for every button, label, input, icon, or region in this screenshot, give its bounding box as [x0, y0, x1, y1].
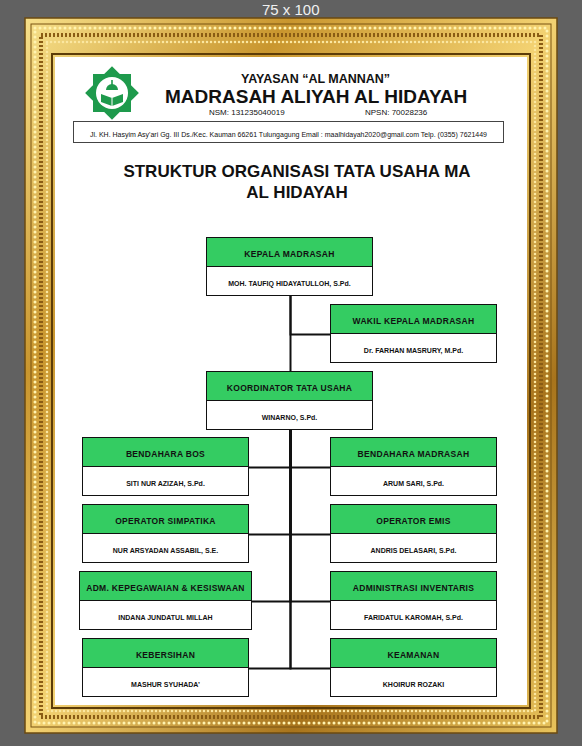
person-name: SITI NUR AZIZAH, S.Pd.	[126, 479, 205, 489]
address-box: Jl. KH. Hasyim Asy'ari Gg. III Ds./Kec. …	[73, 121, 504, 143]
person-name: INDANA JUNDATUL MILLAH	[118, 613, 212, 623]
frame-outer	[25, 18, 557, 733]
connector-line	[252, 430, 291, 602]
person-name: ANDRIS DELASARI, S.Pd.	[371, 546, 457, 556]
address-text: Jl. KH. Hasyim Asy'ari Gg. III Ds./Kec. …	[90, 131, 487, 138]
logo-star	[85, 66, 139, 120]
paper	[55, 57, 527, 705]
person-name: FARIDATUL KAROMAH, S.Pd.	[364, 613, 463, 623]
position-title: ADM. KEPEGAWAIAN & KESISWAAN	[86, 583, 245, 594]
foundation-name: YAYASAN “AL MANNAN”	[241, 72, 390, 86]
frame-pattern	[41, 35, 541, 717]
position-box: KOORDINATOR TATA USAHA WINARNO, S.Pd.	[206, 371, 373, 430]
connector-line	[291, 296, 331, 335]
position-title: WAKIL KEPALA MADRASAH	[353, 316, 475, 327]
connector-line	[249, 430, 291, 535]
school-id: NPSN: 70028236	[365, 108, 427, 117]
position-box: KEBERSIHAN MASHUR SYUHADA’	[82, 638, 249, 697]
position-box: ADMINISTRASI INVENTARIS FARIDATUL KAROMAH…	[330, 571, 497, 630]
position-title: KOORDINATOR TATA USAHA	[227, 383, 352, 394]
position-title: BENDAHARA BOS	[126, 449, 205, 460]
logo-book-spine	[112, 98, 113, 106]
person-name: KHOIRUR ROZAKI	[383, 680, 444, 690]
school-id: NSM: 131235040019	[209, 108, 285, 117]
logo-book	[101, 94, 123, 106]
connector-line	[291, 430, 331, 468]
frame-beads	[47, 42, 535, 711]
position-box: ADM. KEPEGAWAIAN & KESISWAAN INDANA JUNDA…	[79, 571, 252, 630]
connector-line	[249, 430, 291, 669]
connector-line	[291, 430, 331, 669]
frame-inner-line	[52, 54, 530, 708]
position-title: BENDAHARA MADRASAH	[358, 449, 470, 460]
print-size: 75 x 100	[262, 1, 320, 18]
person-name: WINARNO, S.Pd.	[262, 413, 318, 423]
connector-line	[291, 430, 331, 535]
person-name: Dr. FARHAN MASRURY, M.Pd.	[364, 346, 463, 356]
position-title: OPERATOR SIMPATIKA	[115, 516, 216, 527]
person-name: MOH. TAUFIQ HIDAYATULLOH, S.Pd.	[228, 279, 351, 289]
school-name: MADRASAH ALIYAH AL HIDAYAH	[165, 86, 467, 108]
frame-line	[31, 24, 551, 727]
connector-line	[249, 430, 291, 468]
position-title: KEAMANAN	[388, 650, 440, 661]
position-box: OPERATOR EMIS ANDRIS DELASARI, S.Pd.	[330, 504, 497, 563]
position-box: OPERATOR SIMPATIKA NUR ARSYADAN ASSABIL, …	[82, 504, 249, 563]
position-title: KEPALA MADRASAH	[244, 249, 334, 260]
position-box: KEPALA MADRASAH MOH. TAUFIQ HIDAYATULLOH,…	[206, 237, 373, 296]
logo-disc	[96, 77, 128, 109]
person-name: ARUM SARI, S.Pd.	[383, 479, 444, 489]
person-name: NUR ARSYADAN ASSABIL, S.E.	[113, 546, 218, 556]
position-title: ADMINISTRASI INVENTARIS	[353, 583, 475, 594]
person-name: MASHUR SYUHADA’	[131, 680, 200, 690]
connector-line	[290, 296, 292, 371]
frame-beads	[35, 28, 547, 723]
school-logo	[85, 66, 139, 120]
logo-spire	[111, 80, 113, 85]
position-box: BENDAHARA MADRASAH ARUM SARI, S.Pd.	[330, 437, 497, 496]
position-box: WAKIL KEPALA MADRASAH Dr. FARHAN MASRURY,…	[330, 304, 497, 363]
chart-title: STRUKTUR ORGANISASI TATA USAHA MA AL HID…	[112, 161, 482, 203]
position-title: OPERATOR EMIS	[376, 516, 450, 527]
position-title: KEBERSIHAN	[136, 650, 195, 661]
connector-line	[291, 430, 331, 602]
position-box: KEAMANAN KHOIRUR ROZAKI	[330, 638, 497, 697]
position-box: BENDAHARA BOS SITI NUR AZIZAH, S.Pd.	[82, 437, 249, 496]
